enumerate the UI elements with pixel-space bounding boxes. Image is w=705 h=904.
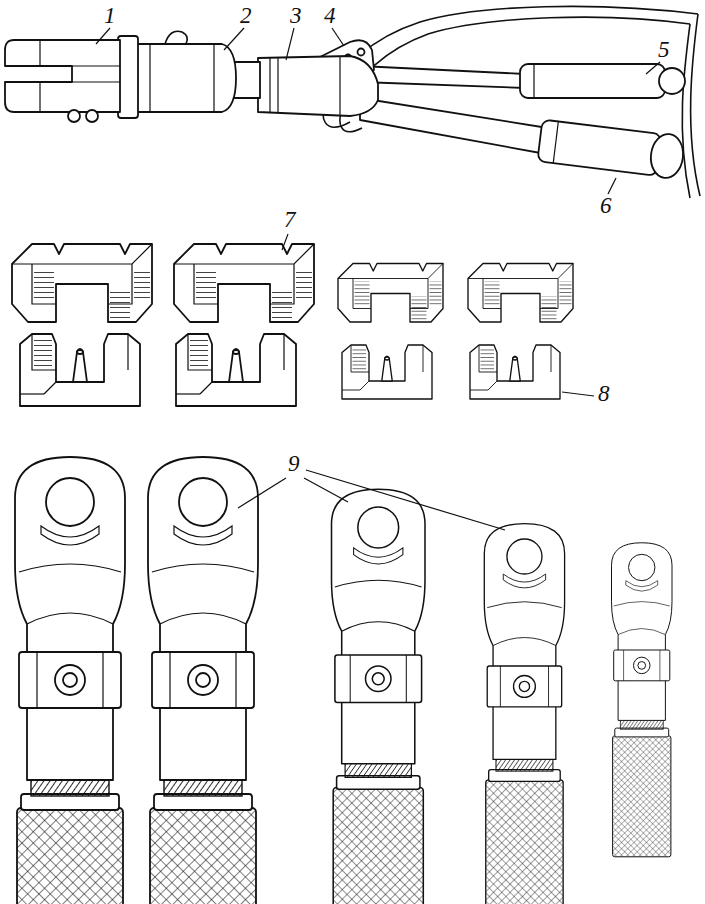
cable-lug [148, 457, 258, 904]
leader-line [608, 178, 616, 194]
leader-line [282, 234, 288, 250]
handle-grip [537, 120, 661, 176]
handle-knob [648, 132, 685, 180]
cable-lug [15, 457, 125, 904]
bolt [68, 110, 80, 122]
lanyard-loop [165, 31, 187, 44]
callout-number: 4 [322, 4, 338, 28]
jaw [5, 40, 120, 112]
leader-line [332, 28, 344, 46]
cable-lug [612, 543, 673, 857]
leader-line [286, 28, 294, 60]
callout-number: 8 [596, 382, 612, 406]
upper-die [12, 244, 152, 322]
leader-line [646, 62, 660, 74]
handle-knob [659, 68, 685, 94]
leader-line [224, 28, 244, 50]
handle-tube [360, 66, 525, 88]
lower-die [20, 334, 140, 406]
leader-line [238, 478, 286, 508]
leader-line [306, 470, 505, 530]
lower-die [176, 334, 296, 406]
leader-line [96, 28, 110, 44]
upper-die [468, 264, 573, 323]
callout-number: 3 [288, 4, 304, 28]
callout-number: 5 [656, 38, 672, 62]
cable-lug [332, 489, 426, 904]
upper-die [338, 264, 443, 323]
handle-grip [520, 64, 665, 98]
leader-line [304, 478, 348, 502]
handle-tube [360, 98, 548, 154]
bolt [86, 110, 98, 122]
collar [118, 36, 138, 118]
leader-line [562, 392, 594, 396]
cable-lug [484, 524, 564, 904]
callout-number: 6 [598, 194, 614, 218]
tool-body [118, 31, 378, 118]
body-cylinder [258, 56, 378, 116]
lower-die [342, 345, 432, 399]
lower-handle [360, 98, 686, 180]
callout-number: 9 [286, 452, 302, 476]
strap-band [682, 24, 690, 198]
callout-number: 1 [102, 4, 118, 28]
callout-number: 2 [238, 4, 254, 28]
strap-band [691, 14, 700, 196]
upper-die [174, 244, 314, 322]
callout-number: 7 [282, 208, 298, 232]
strap [323, 6, 700, 198]
body-cylinder [136, 44, 236, 112]
lower-die [470, 345, 560, 399]
tool-head [5, 40, 120, 122]
leader-lines [96, 28, 660, 530]
